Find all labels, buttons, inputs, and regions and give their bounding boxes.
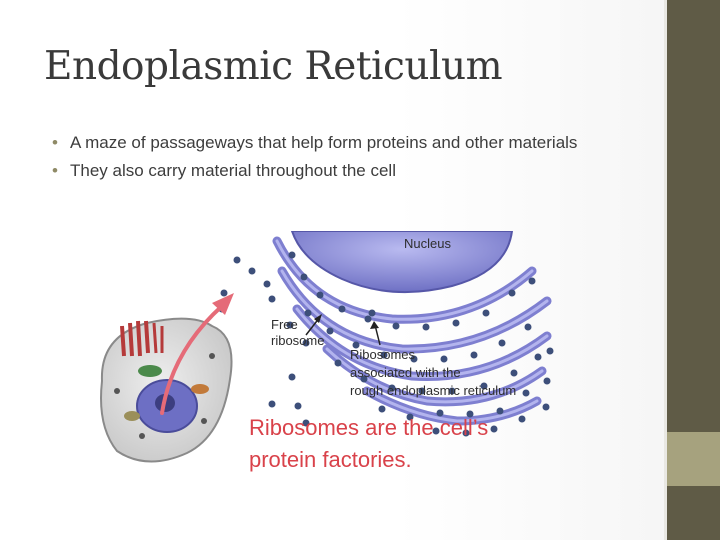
attached-ribosomes: [288, 251, 554, 437]
zoom-arrow: [160, 304, 224, 415]
er-membrane-highlights: [275, 239, 549, 423]
free-ribosome-pointer-head: [314, 314, 322, 323]
figure-caption-line2: protein factories.: [249, 447, 412, 472]
bullet-text: They also carry material throughout the …: [70, 161, 396, 180]
nucleus-shape: [290, 231, 514, 294]
nucleus-label: Nucleus: [404, 236, 451, 251]
ribosome-illustration-svg: Nucleus Free ribosome Ribosomes associat…: [100, 231, 554, 472]
free-ribosome-label-line2: ribosome: [271, 333, 324, 348]
attached-ribosomes-label-line3: rough endoplasmic reticulum: [350, 383, 516, 398]
bullet-dot-icon: •: [52, 133, 58, 152]
figure-caption-line1: Ribosomes are the cell’s: [249, 415, 488, 440]
decorative-sidebar-accent: [667, 432, 720, 486]
bullet-text: A maze of passageways that help form pro…: [70, 133, 578, 152]
bullet-item: • A maze of passageways that help form p…: [52, 132, 612, 154]
attached-ribosomes-label-line2: associated with the: [350, 365, 461, 380]
bullet-list: • A maze of passageways that help form p…: [52, 132, 612, 188]
attached-ribosomes-label-line1: Ribosomes: [350, 347, 416, 362]
attached-ribosome-pointer-head: [370, 321, 379, 329]
bullet-dot-icon: •: [52, 161, 58, 180]
slide-title: Endoplasmic Reticulum: [44, 44, 503, 89]
zoom-arrow-head: [212, 293, 234, 315]
sidebar-divider: [664, 0, 667, 540]
ribosome-illustration: Nucleus Free ribosome Ribosomes associat…: [92, 231, 557, 482]
bullet-item: • They also carry material throughout th…: [52, 160, 612, 182]
free-ribosome-label-line1: Free: [271, 317, 298, 332]
